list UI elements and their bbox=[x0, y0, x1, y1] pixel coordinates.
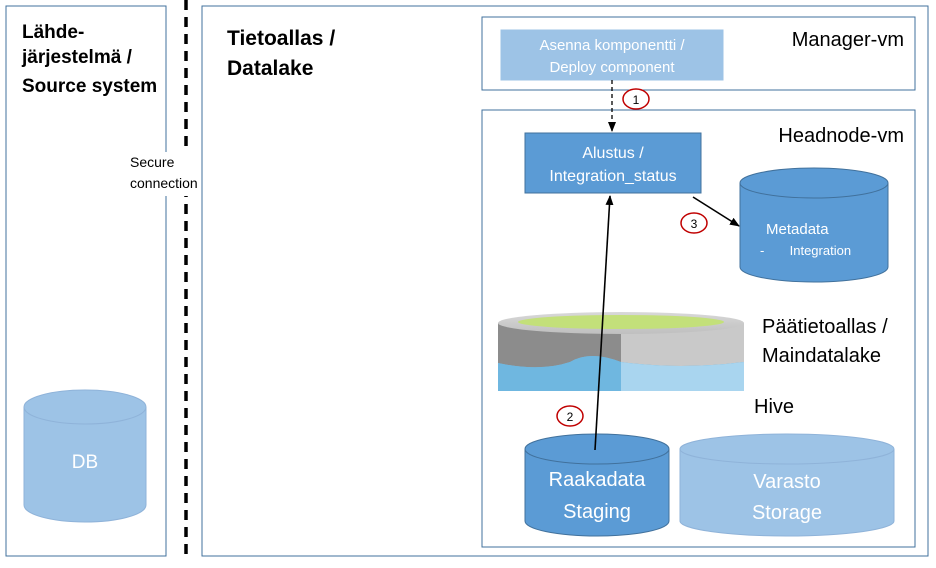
step-1-label: 1 bbox=[633, 93, 640, 107]
staging-cylinder[interactable]: Raakadata Staging bbox=[524, 433, 670, 537]
integration-status-box[interactable] bbox=[524, 132, 702, 194]
step-3-marker: 3 bbox=[680, 212, 708, 234]
source-system-title-line-3: Source system bbox=[22, 76, 157, 97]
secure-connection-label-line-1: Secure bbox=[130, 154, 175, 170]
metadata-cylinder: Metadata - Integration bbox=[739, 167, 889, 283]
staging-label-line-2: Staging bbox=[563, 501, 631, 523]
maindatalake-label-line-2: Maindatalake bbox=[762, 345, 881, 367]
datalake-title-line-2: Datalake bbox=[227, 57, 313, 80]
staging-label-line-1: Raakadata bbox=[549, 469, 647, 491]
step-1-marker: 1 bbox=[622, 88, 650, 110]
maindatalake-label-line-1: Päätietoallas / bbox=[762, 316, 888, 338]
deploy-component-box[interactable] bbox=[500, 29, 724, 81]
source-system-title-line-1: Lähde- bbox=[22, 22, 84, 43]
secure-connection-label-line-2: connection bbox=[130, 175, 198, 191]
integration-status-label-line-1: Alustus / bbox=[582, 145, 644, 162]
step-2-label: 2 bbox=[567, 410, 574, 424]
db-cylinder: DB bbox=[23, 389, 147, 523]
deploy-component-label-line-1: Asenna komponentti / bbox=[539, 37, 685, 54]
step-2-marker: 2 bbox=[556, 405, 584, 427]
step-3-label: 3 bbox=[691, 217, 698, 231]
hive-label: Hive bbox=[754, 396, 794, 418]
staging-to-status-arrow bbox=[594, 195, 614, 451]
headnode-vm-title: Headnode-vm bbox=[778, 125, 904, 147]
deploy-component-label-line-2: Deploy component bbox=[549, 59, 675, 76]
manager-vm-title: Manager-vm bbox=[792, 29, 904, 51]
datalake-title-line-1: Tietoallas / bbox=[227, 27, 335, 50]
storage-cylinder[interactable]: Varasto Storage bbox=[679, 433, 895, 537]
source-system-title-line-2: järjestelmä / bbox=[21, 47, 133, 68]
metadata-sub-label: - Integration bbox=[760, 243, 851, 258]
status-to-metadata-arrow bbox=[692, 196, 740, 227]
maindatalake-tank bbox=[498, 312, 744, 391]
metadata-label: Metadata bbox=[766, 221, 829, 238]
db-label: DB bbox=[72, 452, 98, 473]
storage-label-line-2: Storage bbox=[752, 502, 822, 524]
storage-label-line-1: Varasto bbox=[753, 471, 820, 493]
integration-status-label-line-2: Integration_status bbox=[549, 168, 676, 185]
